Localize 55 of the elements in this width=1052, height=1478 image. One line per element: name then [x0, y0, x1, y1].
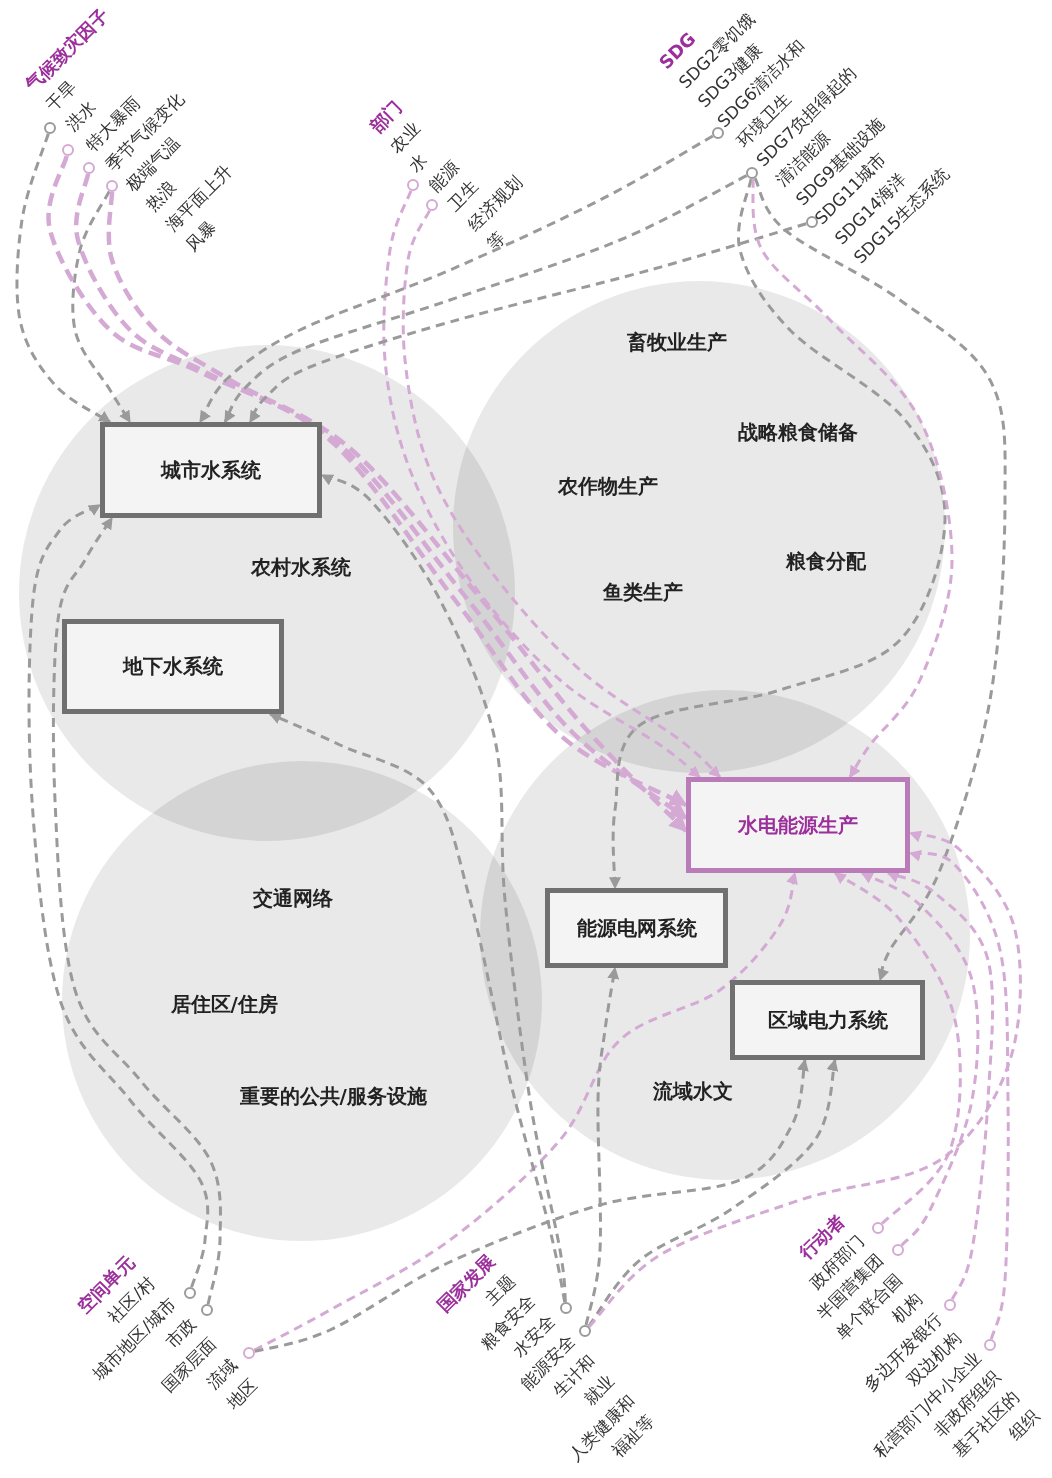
- dashed-arrow: [15, 133, 111, 424]
- connector-ring: [579, 1325, 591, 1337]
- dashed-arrow: [223, 174, 748, 424]
- dashed-arrow: [753, 177, 1007, 982]
- connector-ring: [44, 122, 56, 134]
- dashed-arrow: [588, 829, 1022, 1328]
- dashed-arrow: [584, 966, 620, 1326]
- dashed-arrow: [608, 178, 947, 890]
- system-label: 流域水文: [653, 1079, 733, 1103]
- connector-ring: [984, 1339, 996, 1351]
- connector-ring: [944, 1299, 956, 1311]
- system-label: 鱼类生产: [603, 580, 683, 604]
- connector-ring: [106, 180, 118, 192]
- dashed-arrow: [253, 871, 799, 1352]
- system-box: 地下水系统: [62, 619, 284, 714]
- connector-ring: [83, 162, 95, 174]
- dashed-arrow: [254, 1058, 810, 1353]
- dashed-arrow: [587, 1058, 839, 1328]
- dashed-arrow: [51, 517, 222, 1305]
- system-label: 居住区/住房: [170, 992, 278, 1016]
- connector-ring: [560, 1302, 572, 1314]
- dashed-arrow: [71, 190, 132, 423]
- dashed-arrow: [908, 848, 1010, 1340]
- system-label: 战略粮食储备: [738, 420, 858, 444]
- dashed-arrow: [198, 134, 714, 424]
- dashed-arrow: [751, 178, 954, 779]
- dashed-arrow: [268, 712, 567, 1303]
- dashed-arrow: [248, 222, 807, 424]
- dashed-arrow: [834, 871, 962, 1225]
- system-box: 城市水系统: [100, 422, 322, 518]
- system-label: 重要的公共/服务设施: [239, 1084, 427, 1108]
- system-box: 区域电力系统: [730, 980, 925, 1060]
- dashed-arrow: [886, 871, 995, 1301]
- connector-ring: [892, 1244, 904, 1256]
- system-label: 交通网络: [253, 886, 333, 910]
- category-item: 等: [482, 227, 510, 256]
- connector-ring: [712, 127, 724, 139]
- connector-ring: [407, 179, 419, 191]
- dashed-arrow: [27, 503, 210, 1288]
- connector-ring: [426, 199, 438, 211]
- system-box: 能源电网系统: [545, 888, 728, 968]
- dashed-arrow: [320, 473, 567, 1303]
- system-box: 水电能源生产: [686, 777, 910, 873]
- system-label: 畜牧业生产: [627, 330, 727, 354]
- connector-ring: [243, 1347, 255, 1359]
- connector-ring: [872, 1222, 884, 1234]
- connector-ring: [201, 1304, 213, 1316]
- dashed-arrow: [860, 871, 980, 1247]
- connector-ring: [62, 144, 74, 156]
- category-item: 水: [404, 149, 431, 176]
- system-label: 农作物生产: [558, 474, 658, 498]
- connector-ring: [184, 1287, 196, 1299]
- connector-ring: [746, 167, 758, 179]
- system-label: 农村水系统: [251, 555, 351, 579]
- system-label: 粮食分配: [786, 549, 866, 573]
